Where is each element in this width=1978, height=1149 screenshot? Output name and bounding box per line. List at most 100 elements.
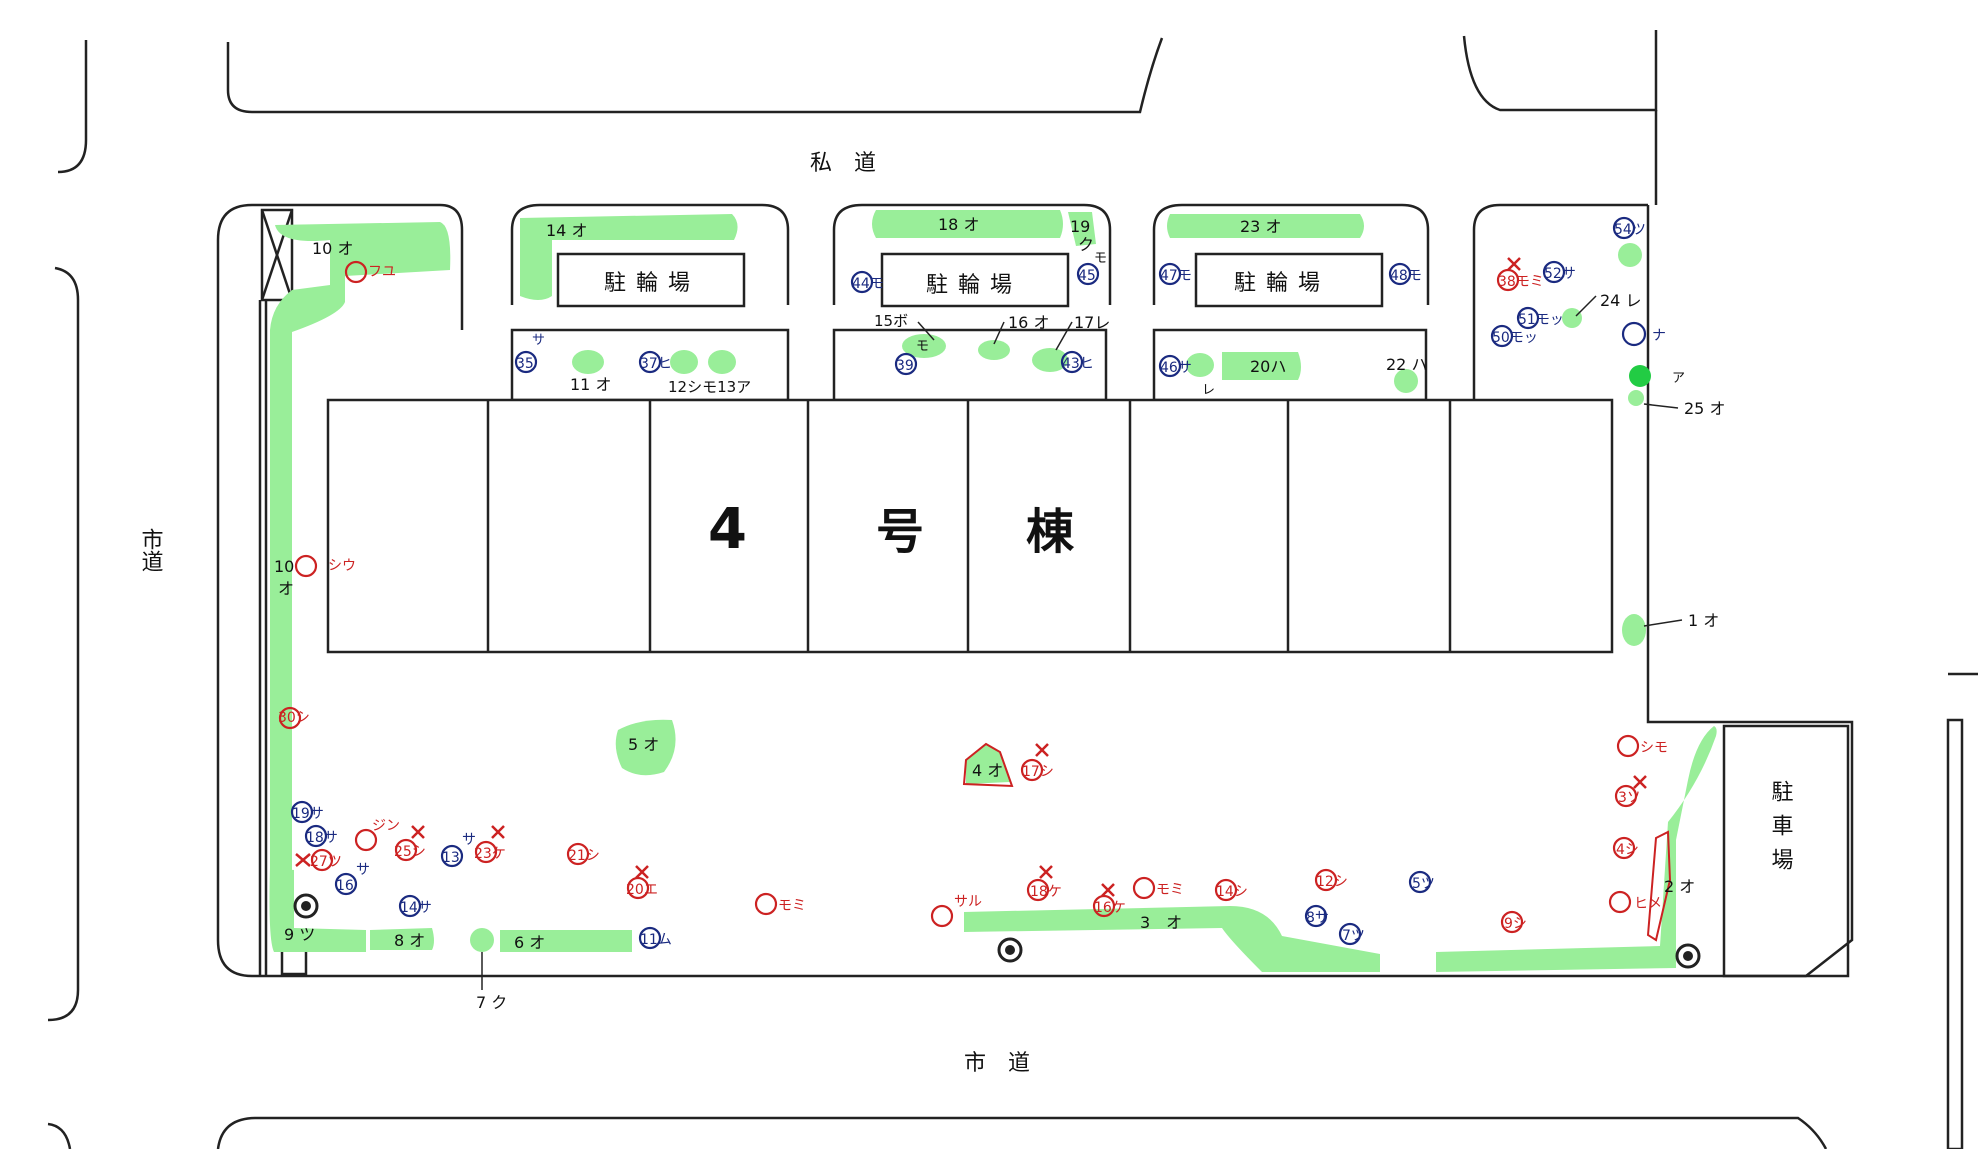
label-tree-labels-t15p: 15ボ <box>874 312 908 330</box>
label-markers-m5: 5ツ <box>1412 876 1435 892</box>
left-road-curve-mid <box>47 266 80 1022</box>
label-markers-m27: 27ツ <box>310 854 342 870</box>
map-mark <box>1643 403 1679 409</box>
label-markers-m43: 43ヒ <box>1062 356 1094 372</box>
label-markers-m39: 39 <box>896 358 914 374</box>
map-mark <box>1408 870 1432 894</box>
green-6 <box>500 930 632 952</box>
map-mark <box>1496 268 1520 292</box>
label-tree-labels-t18o: 18 オ <box>938 215 979 234</box>
map-mark <box>566 842 590 866</box>
label-markers-m48: 48モ <box>1390 268 1422 284</box>
map-mark <box>1338 922 1362 946</box>
map-mark <box>1214 878 1238 902</box>
label-markers-shiu: シウ <box>328 558 356 574</box>
x-mark-3 <box>295 853 311 867</box>
map-mark <box>1026 878 1050 902</box>
red-circles <box>278 260 1640 934</box>
red-marker-labels: フユ シウ 30シ 27ツ ジン 25シ 23ケ 21シ 20エ モミ サル 1… <box>278 264 1668 932</box>
map-mark <box>917 321 935 341</box>
green-17 <box>1032 348 1068 372</box>
label-markers-momi-a: モミ <box>778 898 806 914</box>
map-mark <box>1500 910 1524 934</box>
label-tree-labels-t-a: ア <box>1672 371 1685 386</box>
label-markers-m16k: 16ケ <box>1094 900 1126 916</box>
label-markers-m13: 13 <box>442 850 460 866</box>
map-mark <box>334 872 358 896</box>
map-mark <box>294 554 318 578</box>
map-mark <box>1643 619 1683 627</box>
label-markers-m47: 47モ <box>1160 268 1192 284</box>
label-tree-labels-t16o: 16 オ <box>1008 313 1049 332</box>
label-markers-m23: 23ケ <box>474 846 506 862</box>
right-boundary <box>252 205 1854 978</box>
label-markers-m12: 12シ <box>1316 874 1348 890</box>
gate-box <box>260 208 294 302</box>
x-mark-5 <box>1035 743 1049 757</box>
label-markers-saru: サル <box>954 894 982 910</box>
label-tree-labels-t8o: 8 オ <box>394 931 425 950</box>
label-tree-labels-t20h: 20ハ <box>1250 357 1286 376</box>
map-mark <box>894 352 918 376</box>
green-22 <box>1394 369 1418 393</box>
map-mark <box>1158 262 1182 286</box>
map-mark <box>993 321 1005 345</box>
map-mark <box>514 350 538 374</box>
label-markers-m18s: 18サ <box>306 830 338 846</box>
label-tree-labels-t46-re: レ <box>1202 383 1215 398</box>
map-mark <box>398 894 422 918</box>
far-right-strip <box>1946 718 1964 1149</box>
label-tree-labels-t10o-top: 10 オ <box>312 239 353 258</box>
label-markers-fu: フユ <box>368 264 396 280</box>
map-mark <box>638 926 662 950</box>
label-tree-labels-t15p-mo: モ <box>916 339 929 354</box>
label-markers-m7: 7ツ <box>1342 928 1365 944</box>
site-boundary <box>216 203 464 978</box>
label-tree-labels-t25o: 25 オ <box>1684 399 1725 418</box>
tree-labels: 10 オ 10 オ 14 オ 18 オ 19 ク モ 23 オ 11 オ 12シ… <box>274 215 1725 1012</box>
x-mark-4 <box>635 865 649 879</box>
label-markers-m37: 37ヒ <box>640 356 672 372</box>
private-road-block-right <box>1462 30 1658 112</box>
private-road-block <box>226 37 1164 114</box>
bike-parking-label-1: 駐輪場 <box>604 271 700 296</box>
map-mark <box>474 840 498 864</box>
label-markers-m20: 20エ <box>626 882 658 898</box>
label-tree-labels-t10o-left-a: 10 <box>274 557 294 576</box>
x-mark-2 <box>491 825 505 839</box>
label-markers-jin: ジン <box>372 818 400 834</box>
label-tree-labels-t19k-b: ク <box>1078 235 1094 254</box>
label-markers-momi-b: モミ <box>1156 882 1184 898</box>
label-markers-m16s-sa: サ <box>356 862 370 878</box>
label-tree-labels-t10o-left-b: オ <box>278 579 294 598</box>
label-markers-m3: 3ソ <box>1618 790 1641 806</box>
label-markers-hime: ヒメ <box>1634 896 1662 912</box>
major-labels: 私 道 市 道 市道 4 号 棟 駐輪場 駐輪場 駐輪場 駐車場 <box>138 151 1794 1076</box>
green-3 <box>964 906 1380 972</box>
building-label-num: 4 <box>708 497 747 562</box>
x-mark-8 <box>1633 775 1647 789</box>
bottom-road-block <box>216 1116 1828 1149</box>
map-mark <box>290 800 314 824</box>
poles <box>293 893 1701 969</box>
label-markers-m14s: 14サ <box>400 900 432 916</box>
map-mark <box>754 892 778 916</box>
green-19 <box>1068 212 1096 246</box>
green-24 <box>1562 308 1582 328</box>
label-markers-m17: 17シ <box>1022 764 1054 780</box>
label-markers-m35: 35 <box>516 356 534 372</box>
green-20 <box>1222 352 1301 380</box>
label-tree-labels-t35-sa: サ <box>532 333 545 348</box>
left-road-curve-bottom <box>47 1122 72 1149</box>
building-label-to: 棟 <box>1026 504 1075 560</box>
green-46 <box>1186 353 1214 377</box>
map-mark <box>1304 904 1328 928</box>
label-markers-m4: 4シ <box>1616 842 1639 858</box>
label-tree-labels-t23o: 23 オ <box>1240 217 1281 236</box>
label-tree-labels-t2o: 2 オ <box>1664 877 1695 896</box>
label-markers-m25: 25シ <box>394 844 426 860</box>
map-mark <box>1092 894 1116 918</box>
green-top-block3 <box>1167 214 1364 238</box>
map-mark <box>1076 262 1100 286</box>
